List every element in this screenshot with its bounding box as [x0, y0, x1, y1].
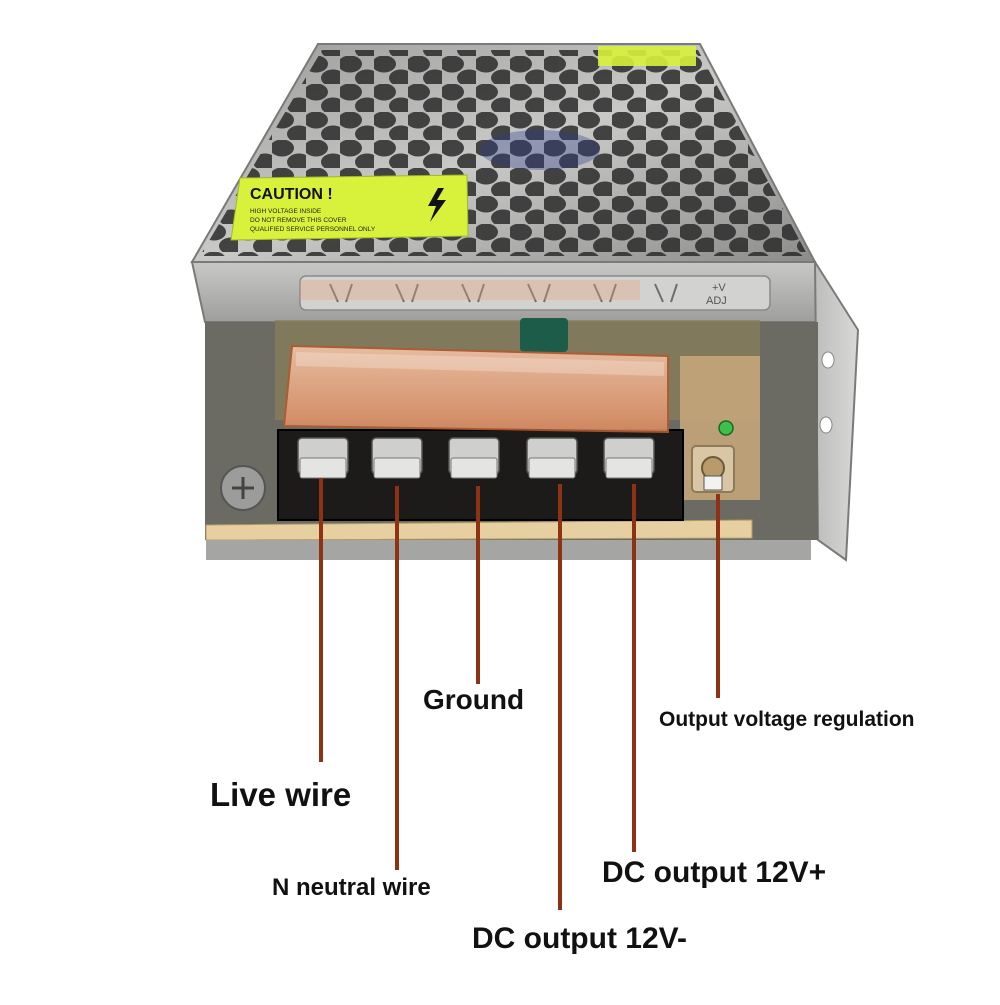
label-voltage-regulation: Output voltage regulation: [659, 708, 915, 731]
caution-line-3: QUALIFIED SERVICE PERSONNEL ONLY: [250, 226, 376, 233]
adjust-potentiometer: [691, 420, 735, 493]
terminal-cover: [282, 344, 669, 434]
terminal-block: [277, 429, 684, 521]
adj-marking-top: +V: [712, 282, 726, 294]
caution-line-1: HIGH VOLTAGE INSIDE: [250, 208, 322, 215]
label-dc-output-minus: DC output 12V-: [472, 922, 687, 955]
label-live-wire: Live wire: [210, 776, 352, 813]
leader-lines: [319, 478, 720, 910]
caution-line-2: DO NOT REMOVE THIS COVER: [250, 217, 347, 224]
high-voltage-icon: [428, 188, 446, 222]
label-neutral-wire: N neutral wire: [272, 874, 431, 901]
caution-title: CAUTION !: [250, 186, 333, 203]
label-dc-output-plus: DC output 12V+: [602, 856, 827, 889]
caution-sticker: CAUTION ! HIGH VOLTAGE INSIDE DO NOT REM…: [230, 174, 469, 241]
label-ground: Ground: [423, 684, 525, 715]
adj-marking-bottom: ADJ: [706, 295, 727, 307]
front-face: +V ADJ: [190, 261, 820, 323]
